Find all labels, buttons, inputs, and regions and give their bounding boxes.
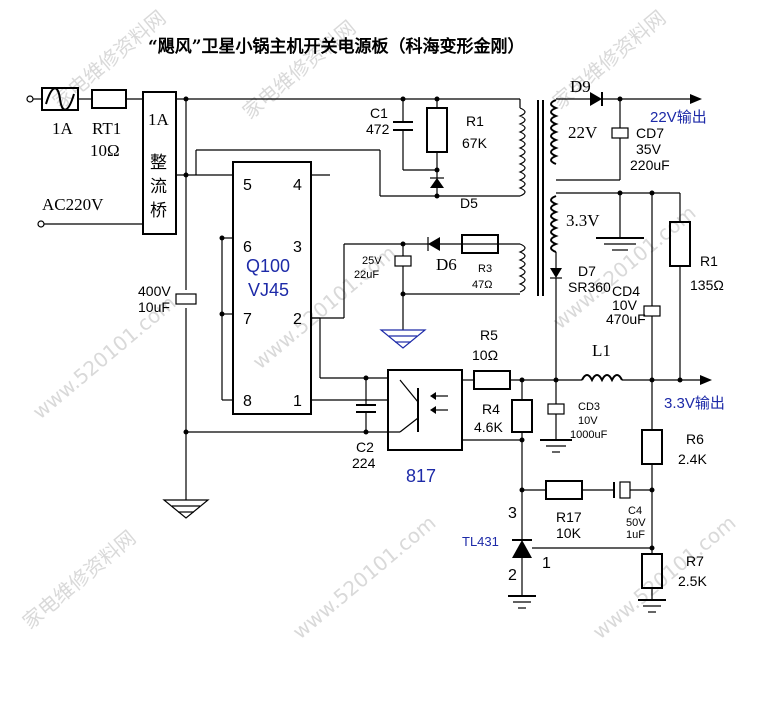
watermark-text: www.520101.com	[288, 510, 441, 643]
c1-name: C1	[370, 105, 388, 121]
fuse-label: 1A	[52, 119, 74, 138]
watermark-text: 家电维修资料网	[48, 5, 171, 113]
tl431-name: TL431	[462, 534, 499, 549]
r1b-value: 135Ω	[690, 277, 724, 293]
cd3-name: CD3	[578, 401, 600, 413]
rt1-thermistor	[91, 89, 127, 109]
bulk-capacitor: 400V 10uF	[138, 99, 210, 519]
cd3-voltage: 10V	[578, 415, 598, 427]
snubber-network: C1 472 R1 67K D5	[366, 99, 488, 211]
tl431-pin-3: 3	[508, 505, 517, 522]
r6-name: R6	[686, 431, 704, 447]
tl431-regulator: TL431 3 2 1	[462, 505, 652, 609]
rt1-name: RT1	[92, 119, 121, 138]
aux-cap-voltage: 25V	[362, 255, 382, 267]
c2-value: 224	[352, 455, 376, 471]
bridge-char: 整	[150, 153, 167, 172]
ic-pin-label: 6	[243, 239, 252, 256]
bridge-char: 桥	[150, 201, 167, 220]
cd3-capacitance: 1000uF	[570, 429, 608, 441]
r4-name: R4	[482, 401, 500, 417]
ic-name: Q100	[246, 256, 290, 276]
out33-label: 3.3V输出	[664, 395, 725, 412]
diagram-title: “飓风”卫星小锅主机开关电源板（科海变形金刚）	[148, 36, 525, 57]
cd4-name: CD4	[612, 283, 640, 299]
r17-value: 10K	[556, 525, 582, 541]
c4-voltage: 50V	[626, 517, 646, 529]
r17-name: R17	[556, 509, 582, 525]
ic-pin-label: 8	[243, 393, 252, 410]
ic-pin-label: 1	[293, 393, 302, 410]
r3-name: R3	[478, 263, 492, 275]
cd4-voltage: 10V	[612, 297, 638, 313]
out22-label: 22V输出	[650, 109, 707, 126]
watermark-text: www.520101.com	[588, 510, 741, 643]
bridge-rating: 1A	[148, 110, 170, 129]
bridge-char: 流	[150, 177, 167, 196]
c4-name: C4	[628, 505, 642, 517]
cd4-capacitance: 470uF	[606, 311, 646, 327]
ac-input-section: 1A RT1 10Ω AC220V	[26, 87, 143, 228]
r3-value: 47Ω	[472, 279, 492, 291]
d9-name: D9	[570, 77, 591, 96]
aux-cap-capacitance: 22uF	[354, 269, 379, 281]
bulk-cap-voltage: 400V	[138, 283, 171, 299]
cd7-voltage: 35V	[636, 141, 662, 157]
c2-name: C2	[356, 439, 374, 455]
l1-name: L1	[592, 341, 611, 360]
watermark-text: 家电维修资料网	[548, 5, 671, 113]
rt1-value: 10Ω	[90, 141, 120, 160]
tl431-pin-2: 2	[508, 567, 517, 584]
watermark-text: 家电维修资料网	[18, 525, 141, 633]
bridge-rectifier: 1A 整 流 桥	[142, 91, 177, 235]
r5-value: 10Ω	[472, 347, 498, 363]
ac-input-label: AC220V	[42, 195, 104, 214]
ic-model: VJ45	[248, 280, 289, 300]
transformer: 22V 3.3V	[518, 99, 600, 296]
r1a-value: 67K	[462, 135, 488, 151]
optocoupler-label: 817	[406, 466, 436, 486]
cd7-capacitance: 220uF	[630, 157, 670, 173]
bulk-cap-capacitance: 10uF	[138, 299, 170, 315]
r1b-name: R1	[700, 253, 718, 269]
tl431-pin-1: 1	[542, 555, 551, 572]
ic-q100: 5 4 6 3 Q100 VJ45 7 2 8 1	[232, 161, 312, 415]
aux-supply: D6 R3 47Ω 25V 22uF	[311, 234, 520, 349]
r5-name: R5	[480, 327, 498, 343]
v33-winding-label: 3.3V	[566, 211, 600, 230]
d7-name: D7	[578, 263, 596, 279]
output-22v-section: D9 22V输出 CD7 35V 220uF	[556, 77, 707, 181]
d7-model: SR360	[568, 279, 611, 295]
cd7-name: CD7	[636, 125, 664, 141]
d5-name: D5	[460, 195, 478, 211]
optocoupler-817: 817	[387, 369, 463, 486]
d6-name: D6	[436, 255, 457, 274]
c4-capacitance: 1uF	[626, 529, 645, 541]
ic-pin-label: 4	[293, 177, 302, 194]
ic-pin-label: 7	[243, 311, 252, 328]
r7-name: R7	[686, 553, 704, 569]
r7-value: 2.5K	[678, 573, 707, 589]
watermark-text: 家电维修资料网	[238, 15, 361, 123]
r4-value: 4.6K	[474, 419, 503, 435]
r1a-name: R1	[466, 113, 484, 129]
ic-pin-label: 5	[243, 177, 252, 194]
r6-value: 2.4K	[678, 451, 707, 467]
v22-winding-label: 22V	[568, 123, 598, 142]
ic-pin-label: 3	[293, 239, 302, 256]
c1-value: 472	[366, 121, 390, 137]
ic-pin-label: 2	[293, 311, 302, 328]
